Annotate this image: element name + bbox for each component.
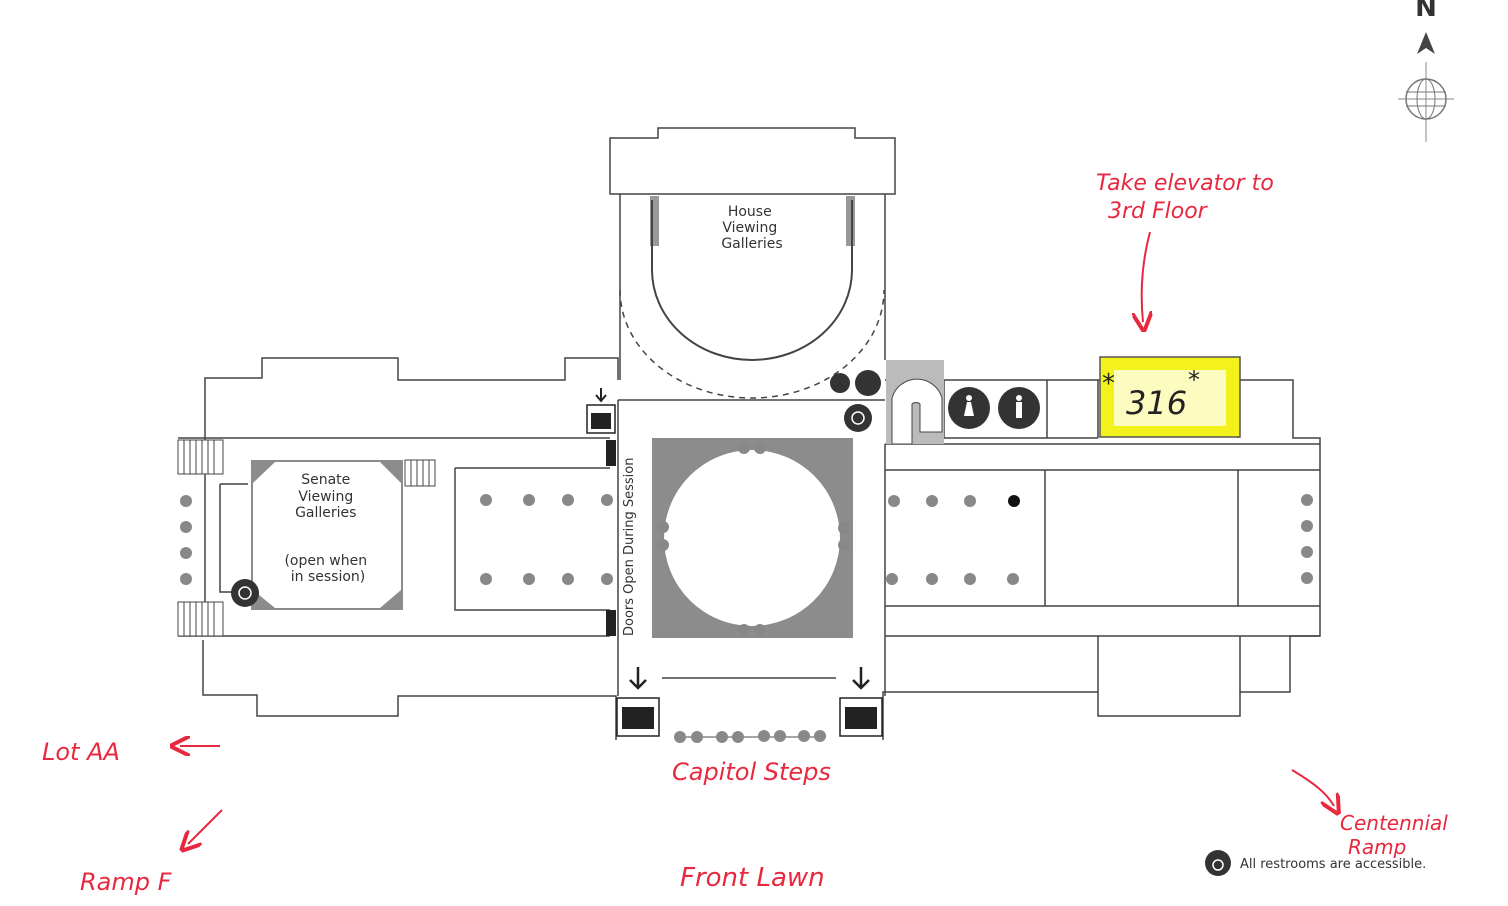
senate-label-line1: Senate [301,472,350,488]
svg-text:Take elevator to 3rd Floor: Take elevator to 3rd Floor [1096,171,1281,224]
house-label-line1: House [728,204,772,220]
compass-north-label: N [1415,0,1437,23]
columns [180,442,1313,743]
elevator-icon [839,667,883,737]
accessible-icon [1205,850,1231,876]
arrow-centennial [1291,769,1334,806]
house-label-line3: Galleries [721,236,782,252]
centennial-ramp-line2: Ramp [1348,835,1406,859]
family-restroom-icon [830,370,1040,432]
arrow-ramp-f [188,809,223,844]
elevator-note-line1: Take elevator to [1096,171,1274,196]
senate-label-line2: Viewing [298,489,353,505]
room-316-star-left: * [1102,369,1115,399]
accessible-icon [851,411,865,425]
room-316-number: 316 [1126,384,1187,422]
legend: All restrooms are accessible. [1205,850,1426,876]
elevator-icon [616,667,660,737]
senate-note-line1: (open when [284,553,367,569]
rotunda [652,438,853,638]
legend-text: All restrooms are accessible. [1240,857,1426,872]
stairs-icon [886,360,944,445]
centennial-ramp-line1: Centennial [1340,811,1448,835]
west-steps [177,439,436,637]
restroom-icon [964,395,1022,418]
senate-label-line3: Galleries [295,505,356,521]
house-label-line2: Viewing [722,220,777,236]
compass-icon: N [1398,0,1454,142]
capitol-steps-label: Capitol Steps [672,758,831,786]
svg-text:Senate Viewing Galleri: Senate Viewing Galleries (open when in s… [284,472,371,585]
house-dashed-arc [619,289,885,399]
elevator-note-line2: 3rd Floor [1108,199,1209,224]
elevator-icon [586,388,616,434]
senate-note-line2: in session) [291,569,366,585]
ramp-f-label: Ramp F [80,868,173,896]
doors-note: Doors Open During Session [622,458,637,636]
arrow-to-room [1142,231,1150,322]
svg-text:House Viewing Gallerie: House Viewing Galleries [721,204,782,252]
accessible-icon [231,579,259,607]
building-outline [178,127,1321,740]
lot-label: Lot AA [42,738,120,766]
svg-text:Centennial Ramp: Centennial Ramp [1340,811,1454,859]
house-chamber [651,200,853,361]
senate-gallery [251,460,403,610]
front-lawn-label: Front Lawn [680,863,825,893]
room-316-star-right: * [1188,366,1200,394]
